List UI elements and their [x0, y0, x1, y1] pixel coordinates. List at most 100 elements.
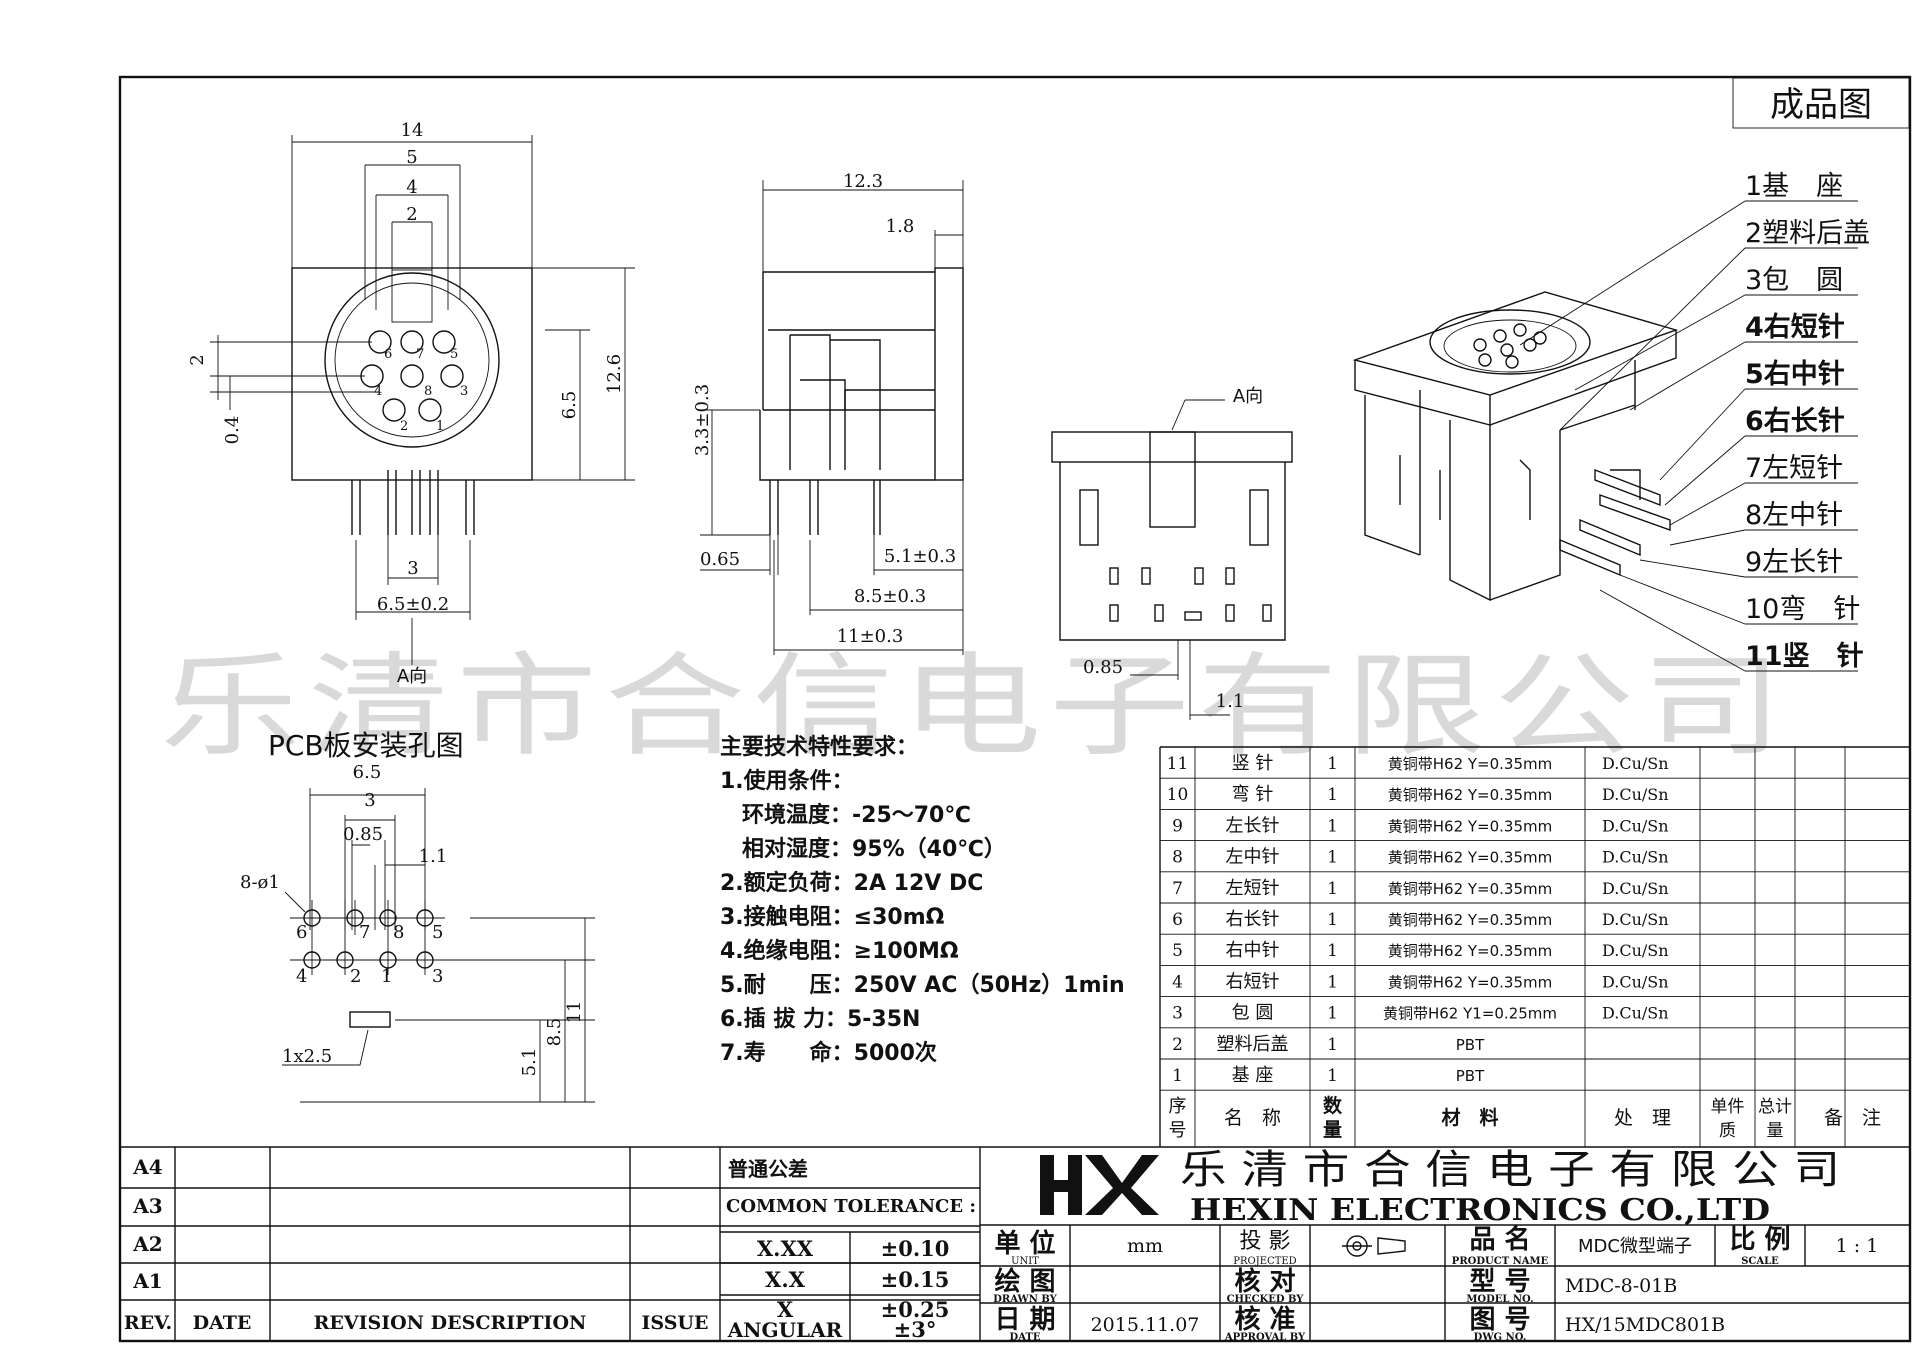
tol-xxx-key: X.XX [757, 1236, 814, 1261]
requirement-line: 4.绝缘电阻：≥100MΩ [720, 938, 959, 964]
bom-no: 9 [1172, 816, 1183, 836]
dim-side-33: 3.3±0.3 [692, 384, 713, 456]
projected-cn: 投 影 [1240, 1229, 1291, 1254]
bom-qty: 1 [1327, 910, 1338, 930]
bom-material: 黄铜带H62 Y=0.35mm [1388, 973, 1553, 991]
callout-6: 6右长针 [1745, 406, 1845, 437]
bom-header-total: 量 [1767, 1121, 1784, 1141]
pcb-bottom-2: 2 [350, 966, 361, 987]
dim-pcb-85: 8.5 [544, 1018, 565, 1047]
callout-leader [1659, 388, 1858, 481]
pcb-view: PCB板安装孔图 6.5 3 0.85 1.1 8-ø1 6 7 8 5 4 2… [240, 729, 595, 1103]
company-name-en: HEXIN ELECTRONICS CO.,LTD [1190, 1193, 1770, 1228]
checked-cn: 核 对 [1234, 1266, 1295, 1297]
rev-header-rev: REV. [124, 1312, 172, 1334]
bom-qty: 1 [1327, 785, 1338, 805]
bom-finish: D.Cu/Sn [1602, 848, 1669, 867]
callout-leader [1599, 589, 1858, 672]
bom-name: 右短针 [1226, 971, 1280, 992]
callout-8: 8左中针 [1745, 500, 1843, 531]
front-pin-6: 6 [384, 347, 392, 362]
sheet-border [118, 75, 1912, 1343]
bom-name: 右长针 [1226, 909, 1280, 930]
pcb-top-8: 8 [393, 922, 404, 943]
unit-cn: 单 位 [994, 1228, 1055, 1259]
bom-finish: D.Cu/Sn [1602, 879, 1669, 898]
front-view: 6 7 5 4 8 3 2 1 14 5 4 2 12.6 6.5 2 0.4 … [187, 120, 635, 687]
unit-en: UNIT [1011, 1256, 1039, 1267]
front-pin-1: 1 [436, 419, 444, 434]
dim-pcb-holes: 8-ø1 [240, 872, 280, 893]
callout-leader [1629, 341, 1858, 411]
bom-no: 5 [1172, 941, 1183, 961]
rear-view: A向 0.85 1.1 [1051, 386, 1293, 720]
requirement-line: 2.额定负荷：2A 12V DC [720, 870, 983, 896]
bom-material: 黄铜带H62 Y1=0.25mm [1383, 1005, 1557, 1023]
approval-en: APPROVAL BY [1224, 1332, 1306, 1343]
dim-pcb-085: 0.85 [343, 824, 383, 845]
dwg-en: DWG NO. [1474, 1332, 1527, 1343]
dim-front-b65: 6.5±0.2 [377, 594, 449, 615]
dwg-value: HX/15MDC801B [1565, 1314, 1725, 1336]
bom-name: 左短针 [1226, 878, 1280, 899]
bom-finish: D.Cu/Sn [1602, 972, 1669, 991]
unit-value: mm [1127, 1235, 1163, 1257]
requirement-line: 3.接触电阻：≤30mΩ [720, 904, 945, 930]
bom-finish: D.Cu/Sn [1602, 1004, 1669, 1023]
tol-x-key: X [777, 1297, 794, 1322]
dim-rear-11: 1.1 [1216, 691, 1245, 712]
dwg-cn: 图 号 [1469, 1305, 1530, 1335]
bom-material: 黄铜带H62 Y=0.35mm [1388, 849, 1553, 867]
dim-pcb-v11: 11 [564, 1001, 585, 1024]
model-en: MODEL NO. [1466, 1294, 1533, 1305]
bom-no: 1 [1172, 1066, 1183, 1086]
callout-leader [1664, 435, 1858, 506]
rev-a3: A3 [132, 1194, 162, 1218]
rev-a4: A4 [132, 1155, 163, 1179]
callout-leader [1519, 200, 1858, 346]
bom-header-total: 总计 [1758, 1097, 1792, 1117]
dim-pcb-51: 5.1 [519, 1048, 540, 1077]
callout-3: 3包 圆 [1745, 265, 1843, 296]
pcb-title: PCB板安装孔图 [268, 729, 464, 762]
bom-qty: 1 [1327, 1004, 1338, 1024]
approval-cn: 核 准 [1234, 1304, 1295, 1335]
drawn-en: DRAWN BY [993, 1294, 1057, 1305]
dim-front-width: 14 [401, 120, 424, 141]
dim-side-85: 8.5±0.3 [854, 586, 926, 607]
bom-qty: 1 [1327, 941, 1338, 961]
rev-a1: A1 [132, 1269, 162, 1293]
front-pin-5: 5 [450, 347, 458, 362]
dim-front-b3: 3 [407, 558, 418, 579]
bom-no: 8 [1172, 848, 1183, 868]
bom-no: 10 [1167, 785, 1189, 805]
pcb-bottom-3: 3 [432, 966, 443, 987]
bom-header-remark: 备 注 [1824, 1107, 1881, 1129]
bom-header-unit: 单件 [1711, 1097, 1745, 1117]
bom-no: 11 [1167, 754, 1189, 774]
watermark: 乐清市合信电子有限公司 [160, 642, 1790, 772]
callout-1: 1基 座 [1745, 171, 1843, 202]
bom-finish: D.Cu/Sn [1602, 785, 1669, 804]
dim-pcb-11: 1.1 [419, 846, 448, 867]
model-value: MDC-8-01B [1565, 1275, 1677, 1297]
bom-qty: 1 [1327, 754, 1338, 774]
dim-front-v2: 2 [187, 354, 208, 365]
pcb-top-7: 7 [359, 922, 370, 943]
tol-angular-val: ±3° [894, 1317, 937, 1342]
callout-11: 11竖 针 [1745, 641, 1864, 672]
bom-header-unit: 质 [1719, 1121, 1736, 1141]
product-en: PRODUCT NAME [1452, 1256, 1549, 1267]
bom-header-no: 序 [1169, 1096, 1187, 1117]
front-pin-3: 3 [460, 384, 468, 399]
bom-no: 3 [1172, 1004, 1183, 1024]
dim-front-height: 12.6 [604, 354, 625, 394]
technical-requirements: 主要技术特性要求：1.使用条件： 环境温度：-25～70℃ 相对湿度：95%（4… [720, 734, 1125, 1066]
bom-name: 基 座 [1232, 1065, 1274, 1086]
tol-xx-key: X.X [765, 1267, 806, 1292]
rev-header-desc: REVISION DESCRIPTION [314, 1312, 587, 1334]
bom-finish: D.Cu/Sn [1602, 910, 1669, 929]
requirement-line: 5.耐 压：250V AC（50Hz）1min [720, 973, 1125, 998]
dim-side-51: 5.1±0.3 [884, 546, 956, 567]
